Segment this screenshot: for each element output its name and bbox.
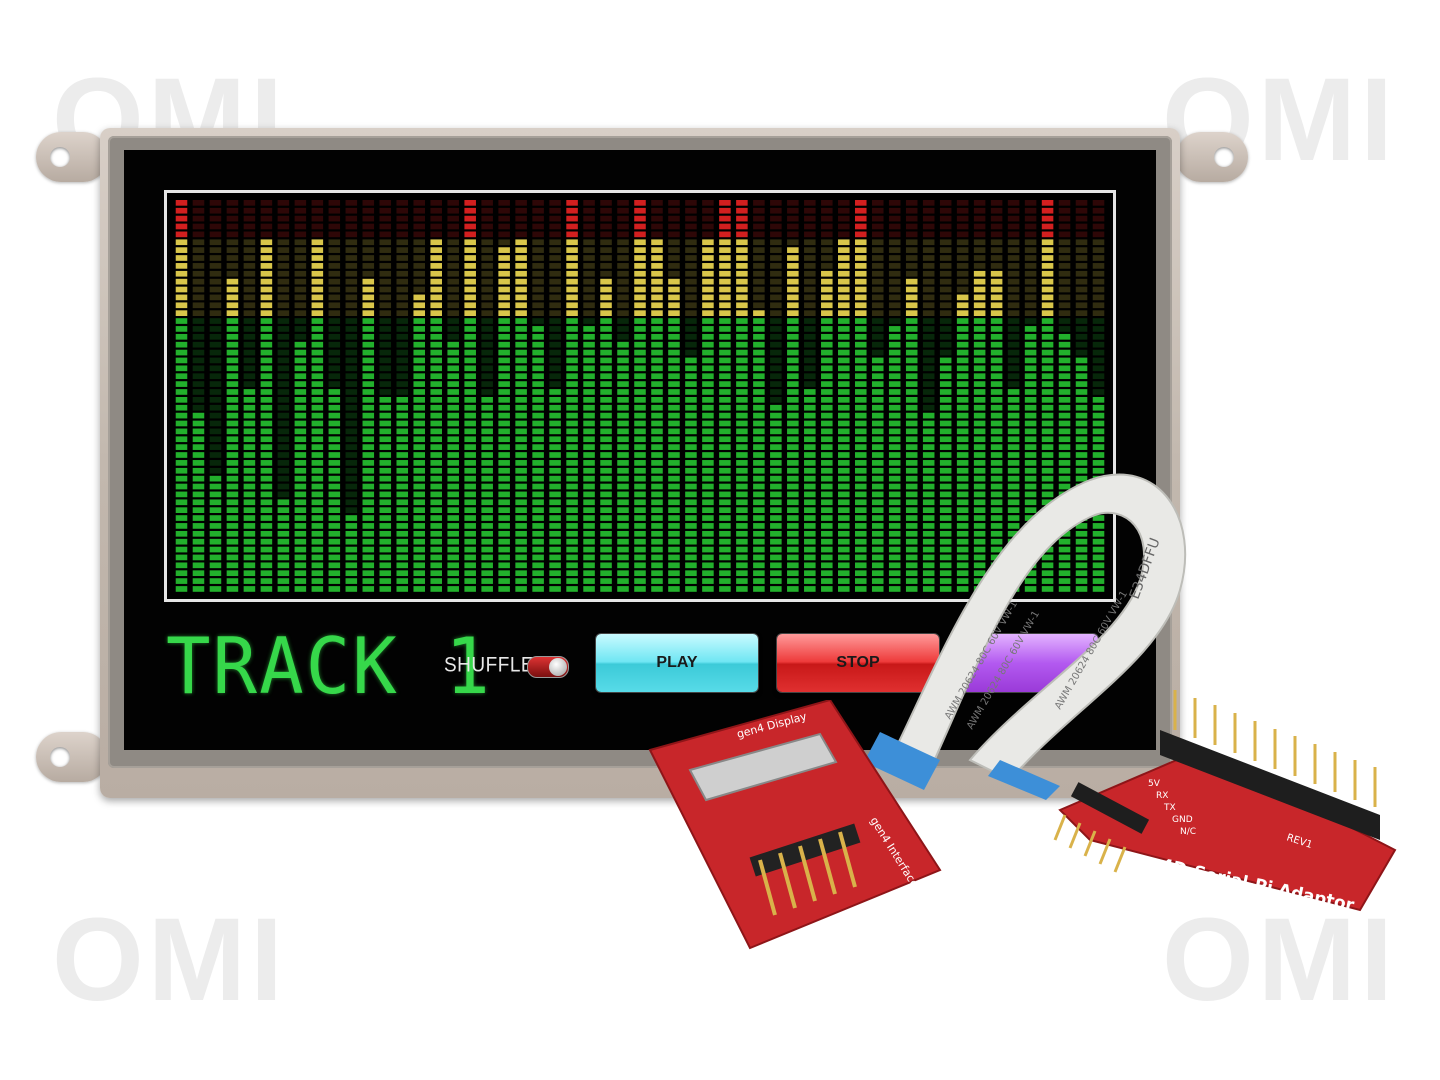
serial-header (1070, 782, 1150, 834)
pin-label-rx: RX (1156, 791, 1168, 801)
spectrum-bar (583, 200, 595, 592)
spectrum-bar (447, 200, 459, 592)
spectrum-bar (838, 200, 850, 592)
shuffle-toggle-knob[interactable] (549, 658, 567, 676)
spectrum-bar (804, 200, 816, 592)
spectrum-bar (871, 200, 884, 592)
spectrum-bar (1075, 200, 1088, 592)
spectrum-bar (430, 200, 442, 592)
mount-tab-bottom-left (36, 732, 108, 782)
spectrum-bar (515, 200, 527, 592)
spectrum-bars (175, 200, 1105, 592)
spectrum-bar (956, 200, 969, 592)
shuffle-toggle[interactable] (527, 656, 569, 678)
pin-label-nc: N/C (1180, 827, 1196, 837)
spectrum-bar (328, 200, 341, 592)
pin-label-gnd: GND (1172, 815, 1193, 825)
spectrum-bar (549, 200, 561, 592)
spectrum-bar (481, 200, 493, 592)
spectrum-bar (888, 200, 901, 592)
spectrum-bar (668, 200, 680, 592)
spectrum-bar (753, 200, 765, 592)
spectrum-bar (464, 200, 476, 592)
spectrum-bar (566, 200, 578, 592)
spectrum-bar (617, 200, 629, 592)
pin-header-left (749, 823, 861, 877)
spectrum-bar (821, 200, 833, 592)
spectrum-bar (719, 200, 731, 592)
spectrum-bar (770, 200, 782, 592)
spectrum-bar (345, 200, 358, 592)
spectrum-bar (532, 200, 544, 592)
spectrum-bar (854, 200, 867, 592)
fpc-connector (688, 732, 838, 802)
spectrum-bar (243, 200, 256, 592)
spectrum-bar (311, 200, 324, 592)
ribbon-end-right (988, 760, 1060, 800)
gen4-interface-board: gen4 Display gen4 Interface (648, 700, 942, 950)
spectrum-bar (939, 200, 952, 592)
spectrum-bar (396, 200, 409, 592)
ribbon-end-left (864, 732, 940, 790)
spectrum-bar (736, 200, 748, 592)
watermark-bottom-right: OMI (1162, 894, 1397, 1026)
stop-button[interactable]: STOP (777, 634, 939, 692)
spectrum-bar (498, 200, 510, 592)
spectrum-bar (1092, 200, 1105, 592)
spectrum-bar (702, 200, 714, 592)
spectrum-bar (260, 200, 273, 592)
spectrum-bar (787, 200, 799, 592)
spectrum-bar (634, 200, 646, 592)
spectrum-bar (294, 200, 307, 592)
spectrum-bar (600, 200, 612, 592)
shuffle-label: SHUFFLE (444, 653, 535, 677)
pin-label-5v: 5V (1148, 779, 1161, 789)
spectrum-bar (277, 200, 290, 592)
ribbon-cable: AWM 20624 80C 60V VW-1 AWM 20624 80C 60V… (864, 473, 1187, 800)
spectrum-bar (362, 200, 375, 592)
track-label: TRACK 1 (166, 621, 492, 713)
spectrum-bar (175, 200, 188, 592)
spectrum-bar (192, 200, 205, 592)
spectrum-bar (226, 200, 239, 592)
spectrum-bar (379, 200, 392, 592)
spectrum-bar (905, 200, 918, 592)
mount-tab-top-left (36, 132, 108, 182)
gpio-header (1160, 730, 1380, 840)
spectrum-bar (922, 200, 935, 592)
play-button[interactable]: PLAY (596, 634, 758, 692)
spectrum-bar (685, 200, 697, 592)
watermark-bottom-left: OMI (52, 894, 287, 1026)
pin-label-tx: TX (1163, 803, 1176, 813)
spectrum-analyzer (164, 190, 1116, 602)
serial-pi-adaptor-board: 5V RX TX GND N/C REV1 4D-Serial-Pi Adapt… (1053, 690, 1397, 916)
mount-tab-top-right (1176, 132, 1248, 182)
spectrum-bar (651, 200, 663, 592)
spectrum-bar (209, 200, 222, 592)
spectrum-bar (413, 200, 426, 592)
